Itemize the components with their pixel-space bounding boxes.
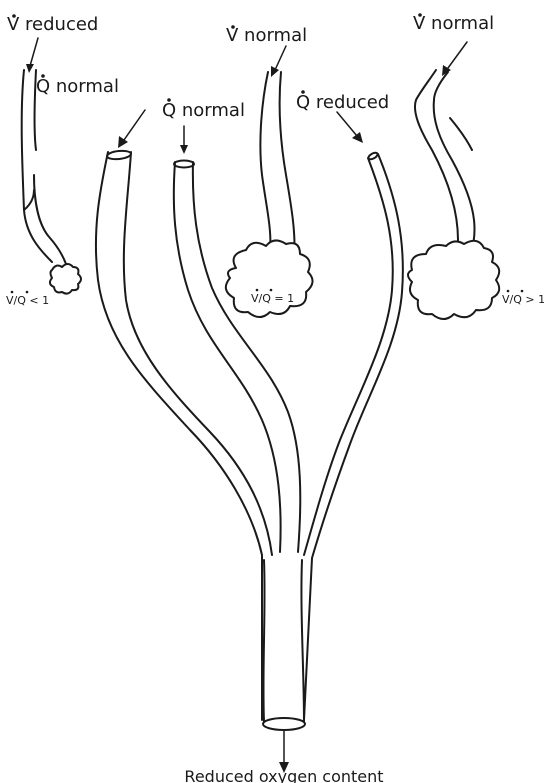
alveolus-small xyxy=(50,264,81,294)
alveolus-right xyxy=(408,241,499,319)
pointer-arrows xyxy=(26,38,467,773)
label-q-reduced: Q reduced xyxy=(296,92,389,113)
label-v-normal-middle: V normal xyxy=(226,25,307,46)
label-footer: Reduced oxygen content xyxy=(184,767,383,783)
label-ratio-lt: V/Q < 1 xyxy=(6,294,49,307)
airway-right xyxy=(415,70,475,264)
label-v-reduced: V reduced xyxy=(7,14,98,35)
alveolus-middle xyxy=(226,240,313,317)
label-q-normal-center: Q normal xyxy=(162,100,245,121)
vessel-tree xyxy=(96,150,403,730)
airway-middle xyxy=(260,72,294,258)
label-ratio-gt: V/Q > 1 xyxy=(502,293,544,306)
label-ratio-eq: V/Q = 1 xyxy=(251,292,294,305)
label-v-normal-right: V normal xyxy=(413,13,494,34)
airway-left xyxy=(22,70,66,264)
label-q-normal-left: Q normal xyxy=(36,76,119,97)
